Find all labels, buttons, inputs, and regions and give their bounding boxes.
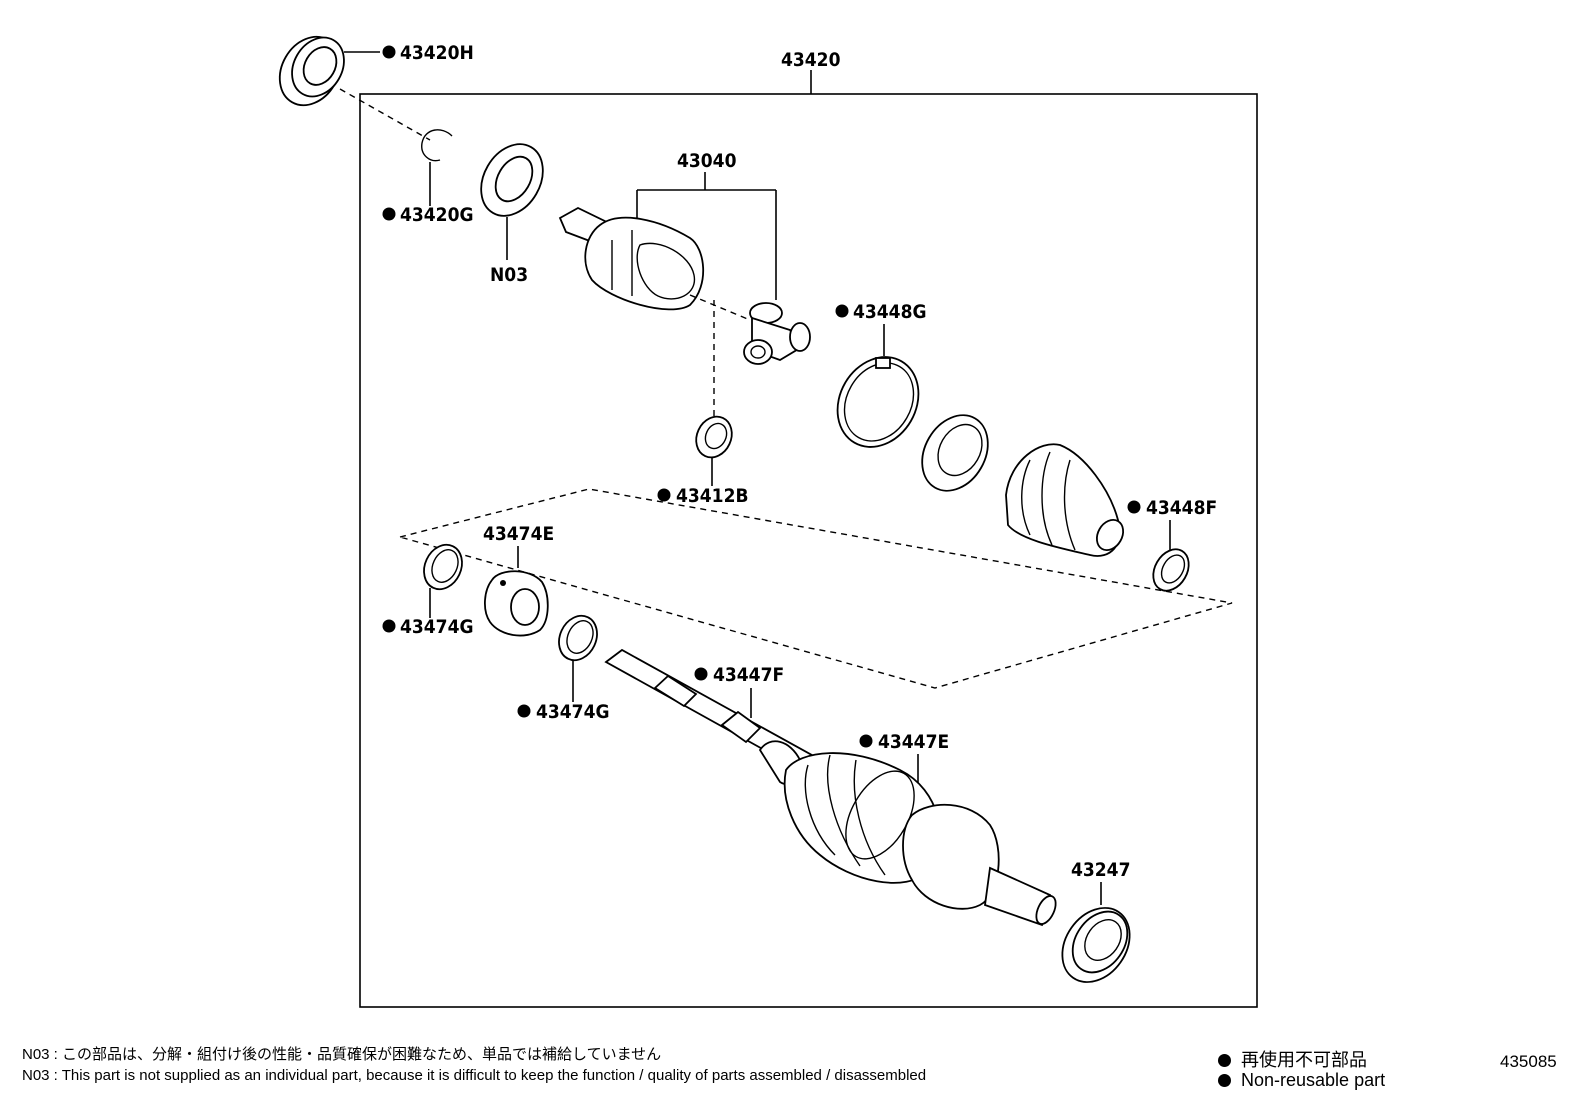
legend-jp: 再使用不可部品 <box>1218 1046 1367 1072</box>
non-reusable-marker <box>859 734 873 748</box>
part-label-43474E: 43474E <box>483 523 554 545</box>
non-reusable-bullet-icon <box>1218 1054 1231 1067</box>
outboard-joint-housing-43040[interactable] <box>558 206 705 311</box>
outer-cv-joint[interactable] <box>902 803 1060 927</box>
part-label-43247: 43247 <box>1071 859 1130 881</box>
washer-N03[interactable] <box>469 133 555 227</box>
part-label-N03: N03 <box>490 264 528 286</box>
legend-en-text: Non-reusable part <box>1241 1070 1386 1090</box>
clamp-ring-43474G-left[interactable] <box>417 539 469 596</box>
non-reusable-marker <box>694 667 708 681</box>
part-label-43447E: 43447E <box>878 731 949 753</box>
non-reusable-marker <box>517 704 531 718</box>
non-reusable-marker <box>657 488 671 502</box>
non-reusable-marker <box>382 207 396 221</box>
boot-clamp-43448F[interactable] <box>1146 543 1196 597</box>
snap-ring-43420G[interactable] <box>421 129 453 162</box>
note-en: N03 : This part is not supplied as an in… <box>22 1067 927 1084</box>
non-reusable-marker <box>1127 500 1141 514</box>
part-label-43474G-left: 43474G <box>400 616 474 638</box>
legend-jp-text: 再使用不可部品 <box>1241 1050 1367 1070</box>
seal-43420H[interactable] <box>268 26 355 116</box>
part-label-43448G: 43448G <box>853 301 927 323</box>
part-label-43447F: 43447F <box>713 664 784 686</box>
non-reusable-marker <box>382 45 396 59</box>
non-reusable-bullet-icon <box>1218 1074 1231 1087</box>
sub-assembly-outline <box>399 488 1233 689</box>
tripod-43040[interactable] <box>743 302 811 365</box>
part-label-43040: 43040 <box>677 150 737 172</box>
part-label-43420H: 43420H <box>400 42 474 64</box>
boot-43448F-assembly[interactable] <box>1005 443 1128 557</box>
part-label-43474G-right: 43474G <box>536 701 610 723</box>
legend-en: Non-reusable part <box>1218 1070 1385 1091</box>
boot-inner-ring[interactable] <box>909 403 1001 502</box>
non-reusable-marker <box>835 304 849 318</box>
seal-43412B[interactable] <box>690 411 739 463</box>
seal-43247[interactable] <box>1048 895 1143 995</box>
non-reusable-marker <box>382 619 396 633</box>
figure-id: 435085 <box>1500 1052 1557 1071</box>
frame-label-43420: 43420 <box>781 49 841 71</box>
assembly-frame <box>359 93 1258 1008</box>
clamp-ring-43474G-right[interactable] <box>552 610 604 667</box>
part-label-43420G: 43420G <box>400 204 474 226</box>
boot-clamp-43448G[interactable] <box>822 342 935 461</box>
boot-43447E[interactable] <box>783 752 941 884</box>
dynamic-damper-43474E[interactable] <box>484 570 549 637</box>
note-jp: N03 : この部品は、分解・組付け後の性能・品質確保が困難なため、単品では補給… <box>22 1046 662 1063</box>
part-label-43412B: 43412B <box>676 485 749 507</box>
part-label-43448F: 43448F <box>1146 497 1217 519</box>
